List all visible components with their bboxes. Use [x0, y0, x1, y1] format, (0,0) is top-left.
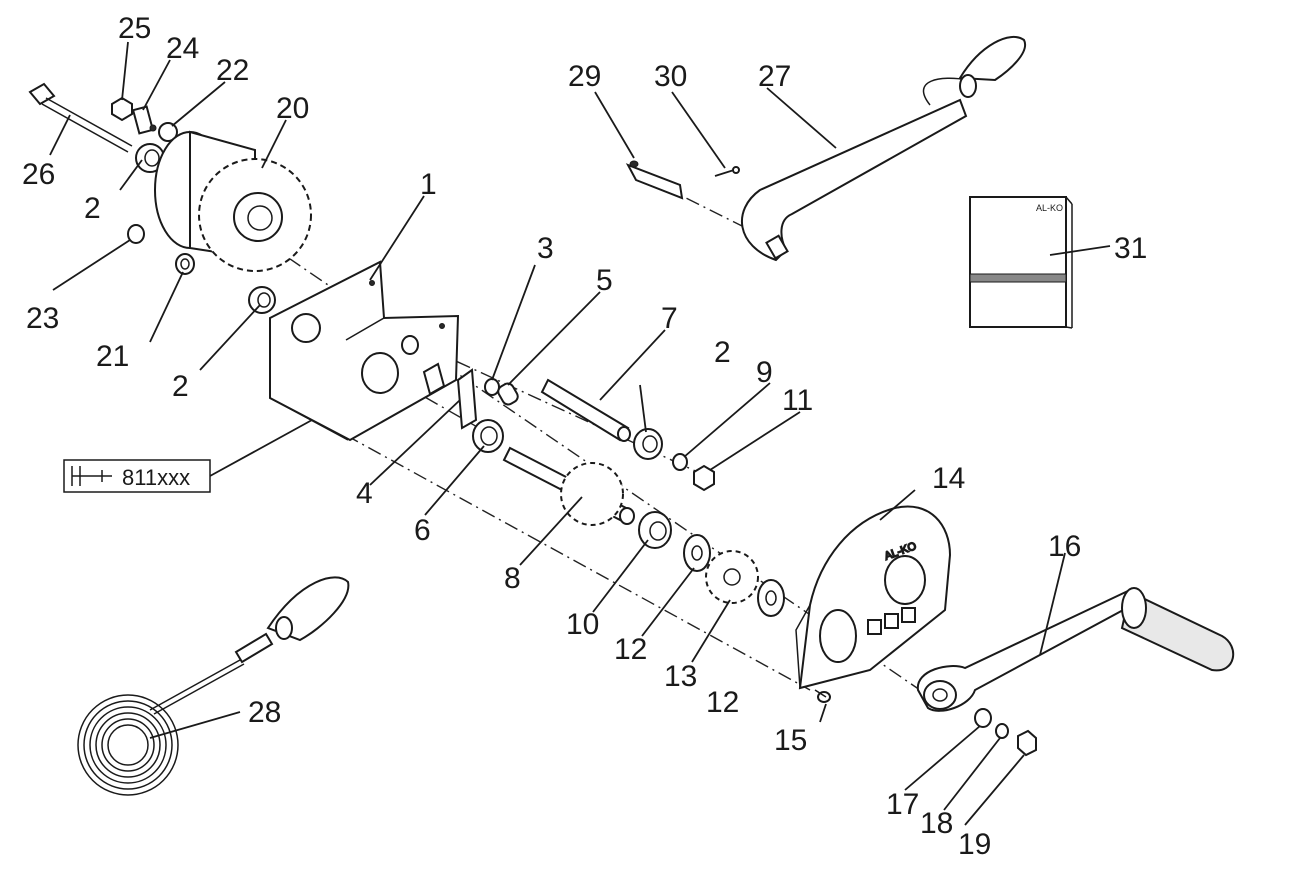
- label-part-10: 10: [566, 608, 599, 641]
- model-number-box: 811xxx: [63, 459, 211, 493]
- pawl-spring-parts: [422, 362, 519, 453]
- strap-hook-part: [741, 35, 1027, 262]
- label-part-24: 24: [166, 32, 199, 65]
- label-part-22: 22: [216, 54, 249, 87]
- crank-hardware-parts: [974, 708, 1037, 757]
- manual-booklet: AL-KO: [969, 196, 1073, 329]
- label-part-1: 1: [420, 168, 437, 201]
- label-part-11: 11: [782, 384, 813, 417]
- label-part-7: 7: [661, 302, 678, 335]
- crank-handle-part: [916, 587, 1235, 712]
- label-part-12-a: 12: [614, 633, 647, 666]
- screw-part: [814, 689, 831, 703]
- label-part-30: 30: [654, 60, 687, 93]
- label-part-3: 3: [537, 232, 554, 265]
- label-part-13: 13: [664, 660, 697, 693]
- label-part-19: 19: [958, 828, 991, 861]
- label-part-17: 17: [886, 788, 919, 821]
- label-part-25: 25: [118, 12, 151, 45]
- label-part-29: 29: [568, 60, 601, 93]
- nut-washer-parts: [672, 453, 715, 492]
- label-part-18: 18: [920, 807, 953, 840]
- label-part-21: 21: [96, 340, 129, 373]
- label-part-2-c: 2: [714, 336, 731, 369]
- model-code-text: 811xxx: [122, 465, 190, 490]
- pin-part: [540, 378, 631, 442]
- bushing-parts: [135, 143, 663, 460]
- label-part-4: 4: [356, 477, 373, 510]
- drum-gear-part: [154, 130, 312, 272]
- label-part-20: 20: [276, 92, 309, 125]
- label-part-16: 16: [1048, 530, 1081, 563]
- label-part-15: 15: [774, 724, 807, 757]
- frame-bracket-part: [269, 260, 460, 442]
- label-part-27: 27: [758, 60, 791, 93]
- label-part-28: 28: [248, 696, 281, 729]
- label-part-12-b: 12: [706, 686, 739, 719]
- label-part-2-a: 2: [84, 192, 101, 225]
- label-part-14: 14: [932, 462, 965, 495]
- label-part-8: 8: [504, 562, 521, 595]
- label-part-31: 31: [1114, 232, 1147, 265]
- manual-brand-text: AL-KO: [1036, 203, 1063, 213]
- label-part-5: 5: [596, 264, 613, 297]
- shaft-pinion-part: [502, 446, 635, 526]
- label-part-9: 9: [756, 356, 773, 389]
- label-part-6: 6: [414, 514, 431, 547]
- gear-cover-part: AL-KO: [795, 505, 952, 690]
- strap-clip-parts: [625, 160, 740, 200]
- leader-lines: [49, 41, 1111, 826]
- label-part-26: 26: [22, 158, 55, 191]
- label-part-2-b: 2: [172, 370, 189, 403]
- cable-coil-part: [77, 576, 350, 796]
- drive-hardware-parts: [638, 511, 785, 617]
- long-bolt-part: [28, 82, 133, 153]
- small-hardware: [111, 96, 178, 142]
- part-number-labels: 1 2 2 2 3 4 5 6 7 8 9 10 11 12 12 13 14 …: [22, 12, 1147, 861]
- label-part-23: 23: [26, 302, 59, 335]
- washer-parts-left: [127, 224, 195, 275]
